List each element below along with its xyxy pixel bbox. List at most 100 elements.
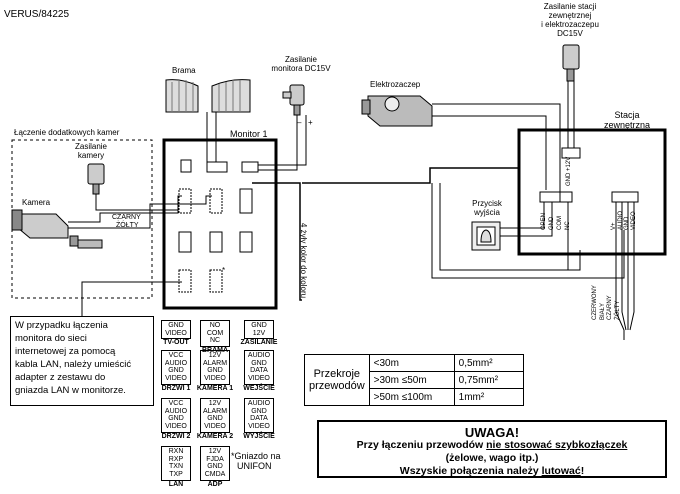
monitor-box	[162, 138, 278, 310]
pin-label: GND	[207, 463, 223, 470]
pin-label: GND	[251, 407, 267, 415]
exit-button-graphic	[471, 221, 501, 251]
station-box	[517, 128, 667, 256]
pin-label: DATA	[250, 415, 268, 422]
pin-label: GND	[251, 322, 267, 329]
model-id: VERUS/84225	[4, 9, 70, 20]
pin-label: AUDIO	[247, 400, 271, 407]
pin-label: GND	[207, 367, 223, 374]
connector-label: KAMERA 2	[196, 433, 234, 440]
monitor-label: Monitor 1	[230, 129, 268, 139]
pin-label: CMDA	[204, 470, 226, 478]
pin-label: AUDIO	[164, 407, 188, 415]
pin-label: VCC	[168, 352, 184, 359]
wire-black-label: CZARNY	[112, 214, 141, 221]
pin-label: VIDEO	[204, 374, 226, 382]
pin-label: VIDEO	[204, 422, 226, 430]
pin-label: FJDA	[206, 455, 224, 463]
pin-label: COM	[206, 329, 224, 337]
gate-graphic	[165, 79, 251, 113]
connector-label: LAN	[168, 481, 184, 488]
pin-label: NC	[209, 337, 221, 344]
connector-label: WYJŚCIE	[243, 433, 275, 440]
pin-label: VIDEO	[165, 422, 187, 430]
connector-label: KAMERA 1	[196, 385, 234, 392]
four-wire-label: 4 żyły kolor do koloru	[299, 222, 309, 299]
connector-label: DRZWI 2	[161, 433, 191, 440]
wire-yellow-label: ŻÓŁTY	[116, 222, 139, 229]
monitor-connectors	[178, 159, 259, 293]
table-cell: 1mm²	[453, 388, 524, 406]
pin-label: VIDEO	[165, 329, 187, 337]
gate-label: Brama	[172, 66, 196, 75]
pin-label: GND	[207, 415, 223, 422]
pin-label: AUDIO	[164, 359, 188, 367]
monitor-plug	[282, 84, 305, 116]
pin-label: GND	[168, 415, 184, 422]
pin-label: VIDEO	[248, 374, 270, 382]
connector-label: ADP	[207, 481, 223, 488]
pin-label: RXN	[168, 448, 184, 455]
pin-label: 12V	[208, 448, 222, 455]
pin-label: VIDEO	[248, 422, 270, 430]
pin-label: NO	[209, 322, 221, 329]
pin-label: 12V	[208, 352, 222, 359]
pin-label: TXP	[169, 470, 183, 478]
table-cell: >50m ≤100m	[368, 388, 455, 406]
cameras-group-label: Łączenie dodatkowych kamer	[14, 128, 120, 137]
connector-label: DRZWI 1	[161, 385, 191, 392]
table-cell: <30m	[368, 354, 455, 372]
pin-label: GND	[168, 322, 184, 329]
pin-label: VCC	[168, 400, 184, 407]
camera-plug	[87, 163, 105, 195]
connector-label: TV-OUT	[163, 339, 189, 346]
warning-title: UWAGA!	[464, 425, 520, 440]
pin-label: ALARM	[202, 359, 228, 367]
connector-label: WEJŚCIE	[243, 385, 275, 392]
pin-label: 12V	[252, 329, 266, 337]
warning-box: UWAGA! Przy łączeniu przewodów nie stoso…	[317, 420, 667, 478]
pin-label: GND	[168, 367, 184, 374]
pin-label: GND	[251, 359, 267, 367]
pin-label: VIDEO	[165, 374, 187, 382]
pin-label: DATA	[250, 367, 268, 374]
camera-label: Kamera	[22, 198, 51, 207]
pin-label: ALARM	[202, 407, 228, 415]
pin-label: RXP	[168, 455, 184, 463]
lock-graphic	[361, 95, 433, 127]
table-cell: >30m ≤50m	[368, 371, 455, 389]
pin-label: AUDIO	[247, 352, 271, 359]
table-cell: 0,5mm²	[453, 354, 524, 372]
lock-label: Elektrozaczep	[370, 80, 421, 89]
pin-label: 12V	[208, 400, 222, 407]
table-cell: 0,75mm²	[453, 371, 524, 389]
station-plug	[562, 44, 580, 82]
pin-label: TXN	[169, 463, 183, 470]
connector-label: ZASILANIE	[240, 339, 278, 346]
